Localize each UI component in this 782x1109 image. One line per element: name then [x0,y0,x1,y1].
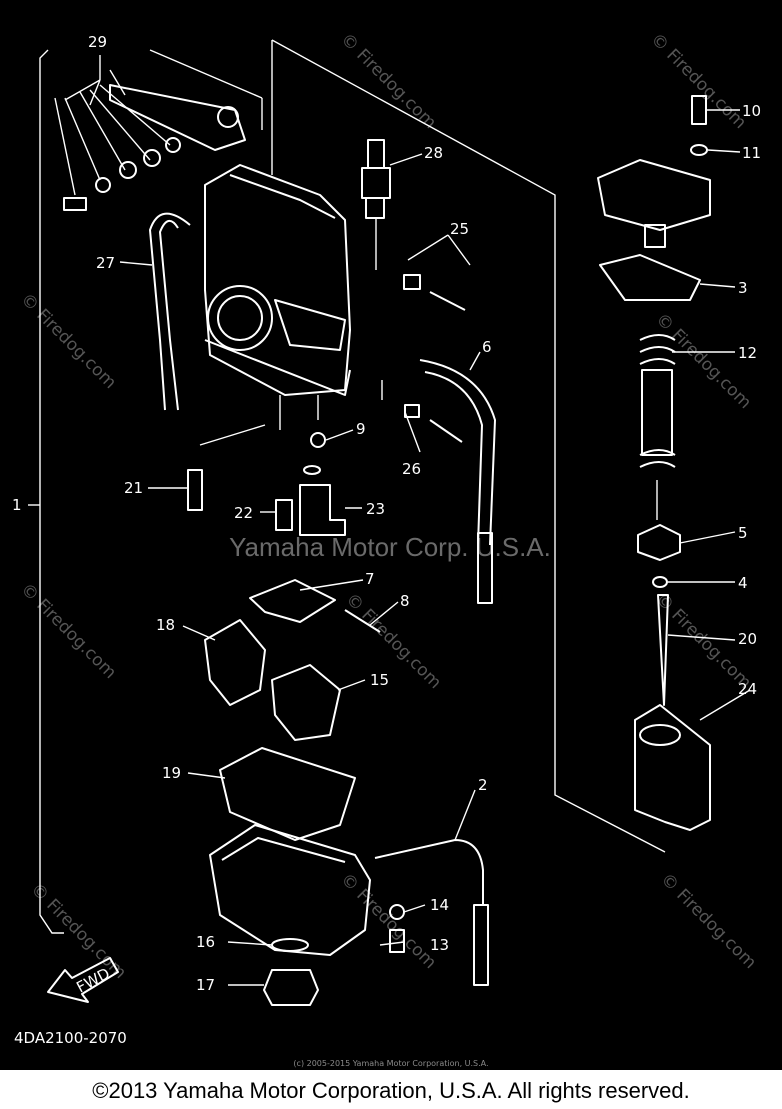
top-cap-assembly [597,95,711,301]
vent-hose-27b [159,220,179,411]
callout-3: 3 [738,279,748,297]
screw-25 [403,234,471,311]
hose-6-end [477,532,493,604]
callout-10: 10 [742,102,761,120]
carburetor-body [204,164,351,430]
callout-14: 14 [430,896,449,914]
watermark-text: © Firedog.com [336,869,440,973]
callout-7: 7 [365,570,375,588]
screw-13 [389,929,405,953]
callout-2: 2 [478,776,488,794]
callout-12: 12 [738,344,757,362]
cover-15 [271,664,341,741]
diagram-code: 4DA2100-2070 [14,1029,127,1047]
hose-6 [419,359,496,546]
watermark-text: © Firedog.com [646,29,750,133]
hose-6b [424,371,483,546]
callout-16: 16 [196,933,215,951]
gasket-3 [599,254,701,301]
float-arm-7 [249,579,336,623]
callout-4: 4 [738,574,748,592]
float-18 [204,619,266,706]
watermarks: © Firedog.com © Firedog.com © Firedog.co… [16,29,760,983]
callout-numbers: 1 2 3 4 5 6 7 8 9 10 11 12 13 14 15 16 1… [12,33,761,994]
callout-13: 13 [430,936,449,954]
hose-2 [374,839,484,905]
jet-9 [310,432,326,448]
main-jet-22 [275,499,293,531]
o-ring [303,465,321,475]
screw-kit-29 [54,49,263,211]
vent-hose-27 [149,212,191,411]
clip-4 [652,576,668,588]
hose-2-end [473,904,489,986]
watermark-text: © Firedog.com [336,29,440,133]
callout-15: 15 [370,671,389,689]
callout-20: 20 [738,630,757,648]
assembly-outline-right [271,39,666,853]
callout-8: 8 [400,592,410,610]
callout-26: 26 [402,460,421,478]
copyright-footer: ©2013 Yamaha Motor Corporation, U.S.A. A… [92,1078,690,1103]
leader-lines [28,109,751,986]
carburetor-exploded-view: © Firedog.com © Firedog.com © Firedog.co… [12,29,761,1068]
callout-1: 1 [12,496,22,514]
callout-22: 22 [234,504,253,522]
float-bowl-rim [221,837,346,863]
callout-5: 5 [738,524,748,542]
throttle-valve-24 [634,704,711,831]
drain-plug-17 [263,969,319,1006]
seat-5 [637,524,681,561]
callout-19: 19 [162,764,181,782]
dash-line [199,424,266,446]
assembly-bracket [39,49,64,934]
pin-8 [344,609,381,633]
callout-21: 21 [124,479,143,497]
screw-26 [381,380,463,443]
watermark-text: © Firedog.com [16,579,120,683]
callout-6: 6 [482,338,492,356]
callout-24: 24 [738,680,757,698]
gasket-19 [219,747,356,841]
watermark-text: © Firedog.com [341,589,445,693]
parts-diagram-canvas: © Firedog.com © Firedog.com © Firedog.co… [0,0,782,1070]
callout-29: 29 [88,33,107,51]
watermark-text: © Firedog.com [656,869,760,973]
callout-18: 18 [156,616,175,634]
callout-28: 28 [424,144,443,162]
callout-25: 25 [450,220,469,238]
float-bowl [209,824,371,956]
valve-top [639,724,681,746]
fwd-label: FWD [73,964,112,996]
callout-11: 11 [742,144,761,162]
center-watermark: Yamaha Motor Corp. U.S.A. [229,532,551,562]
throttle-sensor-28 [361,139,391,270]
o-ring-16 [271,938,309,952]
callout-17: 17 [196,976,215,994]
callout-23: 23 [366,500,385,518]
watermark-text: © Firedog.com [16,289,120,393]
pilot-jet-21 [187,469,203,511]
small-copyright: (c) 2005-2015 Yamaha Motor Corporation, … [293,1059,488,1068]
needle-20 [657,594,669,706]
needle-jet-23 [299,484,346,536]
callout-27: 27 [96,254,115,272]
callout-9: 9 [356,420,366,438]
spring-12 [639,334,676,520]
